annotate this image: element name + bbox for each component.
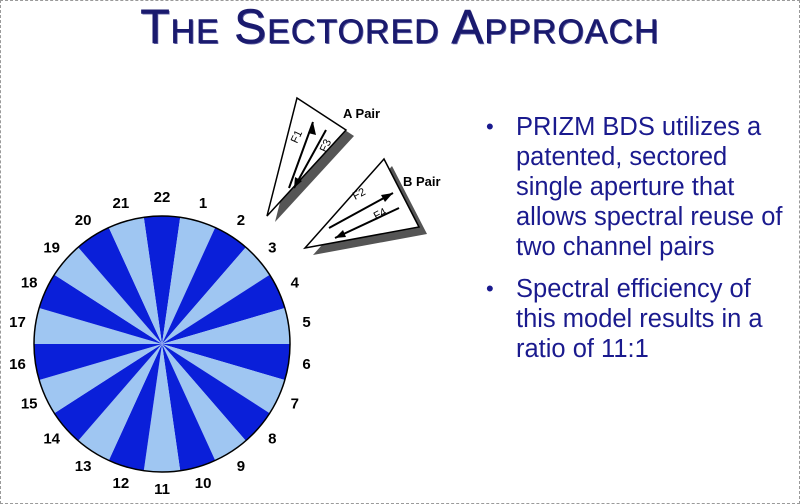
sector-label-13: 13 bbox=[75, 458, 92, 475]
sector-20 bbox=[54, 247, 162, 344]
sector-label-16: 16 bbox=[9, 356, 26, 373]
a-pair-triangle bbox=[266, 96, 348, 217]
sector-5 bbox=[162, 274, 285, 344]
sector-4 bbox=[162, 247, 270, 344]
sector-19 bbox=[39, 274, 162, 344]
sector-label-19: 19 bbox=[43, 239, 60, 256]
sector-label-17: 17 bbox=[9, 314, 26, 331]
bullet-text: PRIZM BDS utilizes a patented, sectored … bbox=[516, 113, 783, 261]
sector-label-15: 15 bbox=[21, 396, 38, 413]
sector-label-22: 22 bbox=[154, 189, 171, 206]
sector-6 bbox=[162, 307, 290, 344]
sector-13 bbox=[108, 344, 162, 471]
slide-title: The Sectored Approach bbox=[140, 1, 660, 55]
sector-21 bbox=[78, 227, 162, 344]
sector-label-20: 20 bbox=[75, 212, 92, 229]
sector-16 bbox=[39, 344, 162, 414]
sector-9 bbox=[162, 344, 270, 441]
b-pair-group: F2 F4 B Pair bbox=[302, 157, 441, 255]
f4-label: F4 bbox=[372, 206, 389, 223]
f3-arrow bbox=[293, 129, 327, 189]
sector-18 bbox=[34, 307, 162, 344]
sector-label-7: 7 bbox=[291, 396, 299, 413]
sector-1 bbox=[143, 215, 181, 344]
bullet-spectral-efficiency: • Spectral efficiency of this model resu… bbox=[484, 274, 784, 364]
sector-label-8: 8 bbox=[268, 431, 276, 448]
sector-7 bbox=[162, 344, 290, 381]
sector-label-9: 9 bbox=[237, 458, 245, 475]
sector-2 bbox=[162, 217, 216, 344]
sector-label-12: 12 bbox=[113, 475, 130, 492]
sector-label-18: 18 bbox=[21, 274, 38, 291]
f2-arrow bbox=[328, 192, 394, 229]
bullet-text: Spectral efficiency of this model result… bbox=[516, 275, 763, 363]
f2-label: F2 bbox=[351, 186, 368, 203]
sector-11 bbox=[162, 344, 216, 471]
sector-label-3: 3 bbox=[268, 239, 276, 256]
f3-label: F3 bbox=[318, 138, 334, 155]
f4-arrow bbox=[334, 207, 400, 239]
sector-12 bbox=[143, 344, 181, 473]
f3-arrow-head bbox=[294, 177, 302, 188]
bullet-point-icon: • bbox=[486, 114, 494, 139]
sector-wheel bbox=[33, 215, 291, 473]
sector-label-2: 2 bbox=[237, 212, 245, 229]
sector-15 bbox=[54, 344, 162, 441]
sector-22 bbox=[108, 217, 162, 344]
sector-label-10: 10 bbox=[195, 475, 212, 492]
f2-arrow-head bbox=[381, 193, 393, 202]
f1-label: F1 bbox=[289, 129, 305, 146]
sector-label-6: 6 bbox=[302, 356, 310, 373]
b-pair-label: B Pair bbox=[403, 174, 441, 189]
a-pair-group: F1 F3 A Pair bbox=[266, 96, 380, 222]
bullet-list: • PRIZM BDS utilizes a patented, sectore… bbox=[484, 112, 784, 376]
sector-8 bbox=[162, 344, 285, 414]
sector-label-11: 11 bbox=[154, 481, 170, 498]
f1-arrow-head bbox=[308, 122, 316, 135]
sector-label-21: 21 bbox=[113, 195, 130, 212]
sector-17 bbox=[33, 344, 162, 381]
sector-label-1: 1 bbox=[199, 195, 207, 212]
a-pair-label: A Pair bbox=[343, 106, 380, 121]
sector-label-14: 14 bbox=[43, 431, 60, 448]
bullet-spectral-reuse: • PRIZM BDS utilizes a patented, sectore… bbox=[484, 112, 784, 262]
sector-3 bbox=[162, 227, 246, 344]
sector-label-5: 5 bbox=[302, 314, 310, 331]
wheel-outline bbox=[33, 215, 291, 473]
sector-10 bbox=[162, 344, 246, 461]
sector-14 bbox=[78, 344, 162, 461]
sector-label-4: 4 bbox=[291, 274, 300, 291]
bullet-point-icon: • bbox=[486, 276, 494, 301]
f4-arrow-head bbox=[335, 230, 346, 238]
